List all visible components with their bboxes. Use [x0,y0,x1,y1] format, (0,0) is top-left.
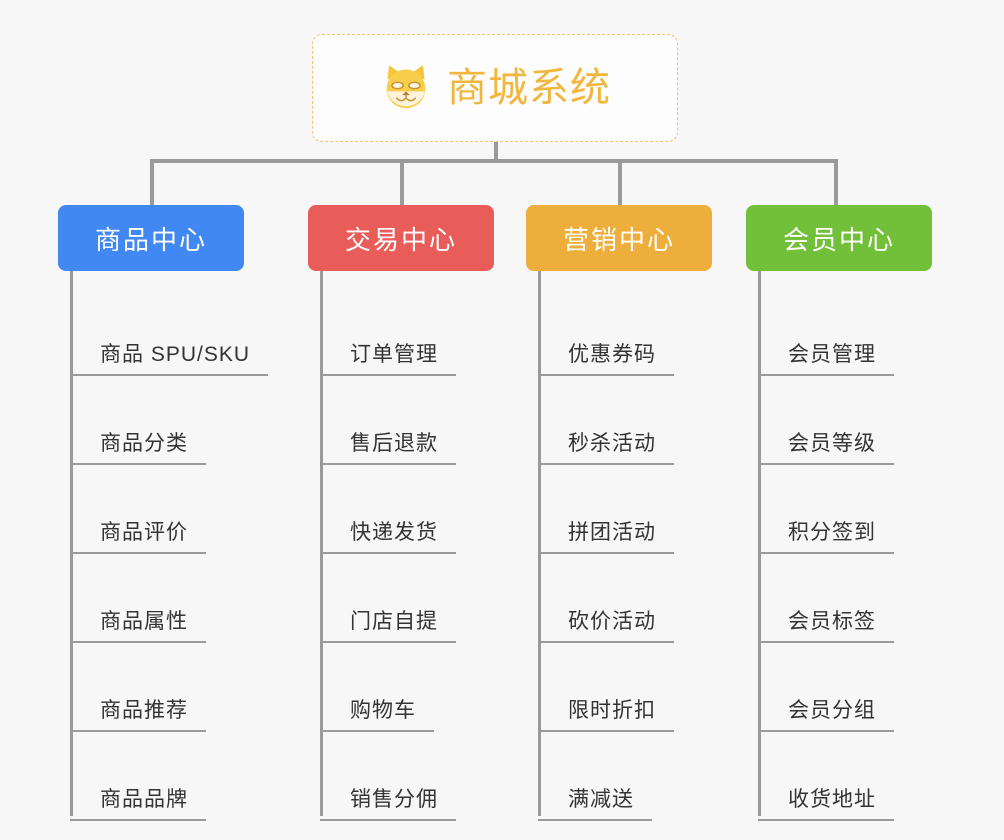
category-column-member: 会员中心 会员管理 会员等级 积分签到 会员标签 会员分组 收货地址 [746,205,966,821]
leaf-label: 商品 SPU/SKU [100,343,251,366]
leaf-item[interactable]: 购物车 [308,643,528,732]
leaf-item[interactable]: 拼团活动 [526,465,746,554]
leaf-item[interactable]: 满减送 [526,732,746,821]
leaf-list-member: 会员管理 会员等级 积分签到 会员标签 会员分组 收货地址 [746,271,966,821]
leaf-label: 会员管理 [788,343,876,366]
column-spine [70,271,73,816]
category-title: 交易中心 [344,224,457,255]
leaf-label: 限时折扣 [568,699,656,722]
leaf-label: 订单管理 [350,343,438,366]
category-title: 会员中心 [782,224,895,255]
leaf-item[interactable]: 会员管理 [746,287,966,376]
leaf-list-marketing: 优惠券码 秒杀活动 拼团活动 砍价活动 限时折扣 满减送 [526,271,746,821]
leaf-label: 门店自提 [350,610,438,633]
column-spine [538,271,541,816]
shiba-dog-emoji [386,65,426,109]
leaf-label: 拼团活动 [568,521,656,544]
category-title: 商品中心 [94,224,207,255]
root-title: 商城系统 [447,66,611,110]
leaf-item[interactable]: 限时折扣 [526,643,746,732]
leaf-label: 商品推荐 [100,699,188,722]
leaf-item[interactable]: 商品品牌 [58,732,278,821]
leaf-label: 销售分佣 [350,788,438,811]
connector-drop-2 [400,159,404,207]
leaf-item[interactable]: 门店自提 [308,554,528,643]
leaf-item[interactable]: 商品 SPU/SKU [58,287,278,376]
leaf-label: 优惠券码 [568,343,656,366]
leaf-item[interactable]: 商品分类 [58,376,278,465]
leaf-item[interactable]: 商品推荐 [58,643,278,732]
category-header-product[interactable]: 商品中心 [58,205,244,271]
leaf-item[interactable]: 销售分佣 [308,732,528,821]
category-header-marketing[interactable]: 营销中心 [526,205,712,271]
leaf-label: 收货地址 [788,788,876,811]
leaf-item[interactable]: 快递发货 [308,465,528,554]
leaf-item[interactable]: 积分签到 [746,465,966,554]
leaf-item[interactable]: 会员等级 [746,376,966,465]
leaf-label: 满减送 [568,788,634,811]
category-header-trade[interactable]: 交易中心 [308,205,494,271]
leaf-label: 商品属性 [100,610,188,633]
column-spine [320,271,323,816]
leaf-label: 商品评价 [100,521,188,544]
connector-drop-4 [834,159,838,207]
leaf-item[interactable]: 秒杀活动 [526,376,746,465]
leaf-label: 商品分类 [100,432,188,455]
leaf-list-trade: 订单管理 售后退款 快递发货 门店自提 购物车 销售分佣 [308,271,528,821]
root-node-mall-system[interactable]: 商城系统 [312,34,678,142]
leaf-item[interactable]: 商品评价 [58,465,278,554]
leaf-list-product: 商品 SPU/SKU 商品分类 商品评价 商品属性 商品推荐 商品品牌 [58,271,278,821]
leaf-item[interactable]: 商品属性 [58,554,278,643]
leaf-item[interactable]: 收货地址 [746,732,966,821]
leaf-item[interactable]: 订单管理 [308,287,528,376]
leaf-label: 砍价活动 [568,610,656,633]
category-column-marketing: 营销中心 优惠券码 秒杀活动 拼团活动 砍价活动 限时折扣 满减送 [526,205,746,821]
connector-horizontal-bus [150,159,838,163]
leaf-label: 秒杀活动 [568,432,656,455]
column-spine [758,271,761,816]
leaf-label: 会员分组 [788,699,876,722]
connector-root-stub [494,142,498,162]
leaf-item[interactable]: 售后退款 [308,376,528,465]
category-column-product: 商品中心 商品 SPU/SKU 商品分类 商品评价 商品属性 商品推荐 商品品牌 [58,205,278,821]
leaf-item[interactable]: 会员标签 [746,554,966,643]
connector-drop-1 [150,159,154,207]
leaf-label: 快递发货 [350,521,438,544]
leaf-label: 售后退款 [350,432,438,455]
leaf-item[interactable]: 会员分组 [746,643,966,732]
connector-drop-3 [618,159,622,207]
category-title: 营销中心 [562,224,675,255]
leaf-label: 积分签到 [788,521,876,544]
leaf-item[interactable]: 优惠券码 [526,287,746,376]
leaf-label: 会员标签 [788,610,876,633]
leaf-label: 会员等级 [788,432,876,455]
category-column-trade: 交易中心 订单管理 售后退款 快递发货 门店自提 购物车 销售分佣 [308,205,528,821]
leaf-item[interactable]: 砍价活动 [526,554,746,643]
category-header-member[interactable]: 会员中心 [746,205,932,271]
leaf-label: 商品品牌 [100,788,188,811]
leaf-label: 购物车 [350,699,416,722]
